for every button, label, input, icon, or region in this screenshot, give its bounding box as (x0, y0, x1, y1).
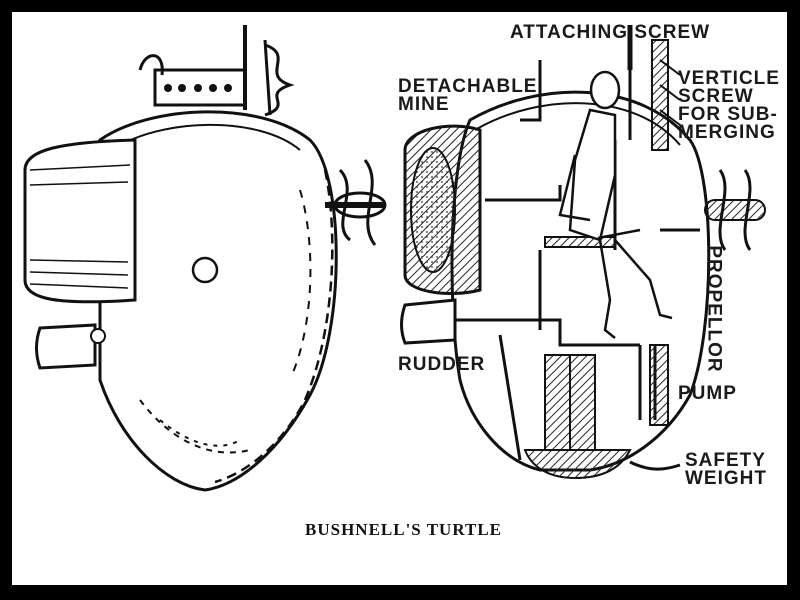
label-attaching-screw: ATTACHING SCREW (510, 22, 711, 43)
exterior-rudder (35, 323, 97, 370)
label-rudder: RUDDER (398, 354, 486, 375)
label-safety-weight: SAFETY WEIGHT (685, 450, 767, 489)
exterior-propeller (338, 159, 377, 246)
label-verticle-screw: VERTICLE SCREW FOR SUB- MERGING (678, 68, 780, 143)
vertical-screw (651, 39, 669, 151)
exterior-view (23, 25, 387, 492)
label-pump: PUMP (678, 383, 737, 404)
cutaway-view (400, 25, 766, 480)
hull-hub (191, 256, 219, 284)
pump (649, 344, 669, 426)
caption: BUSHNELL'S TURTLE (305, 520, 503, 539)
cutaway-rudder (400, 298, 457, 345)
label-detachable-mine: DETACHABLE MINE (398, 76, 538, 115)
safety-weight (523, 449, 632, 480)
operator-figure (558, 70, 673, 339)
label-propeller: PROPELLOR (703, 245, 725, 373)
exterior-hull (98, 110, 338, 492)
exterior-mine (23, 138, 137, 304)
seat (544, 236, 616, 248)
cutaway-propeller (704, 199, 766, 221)
